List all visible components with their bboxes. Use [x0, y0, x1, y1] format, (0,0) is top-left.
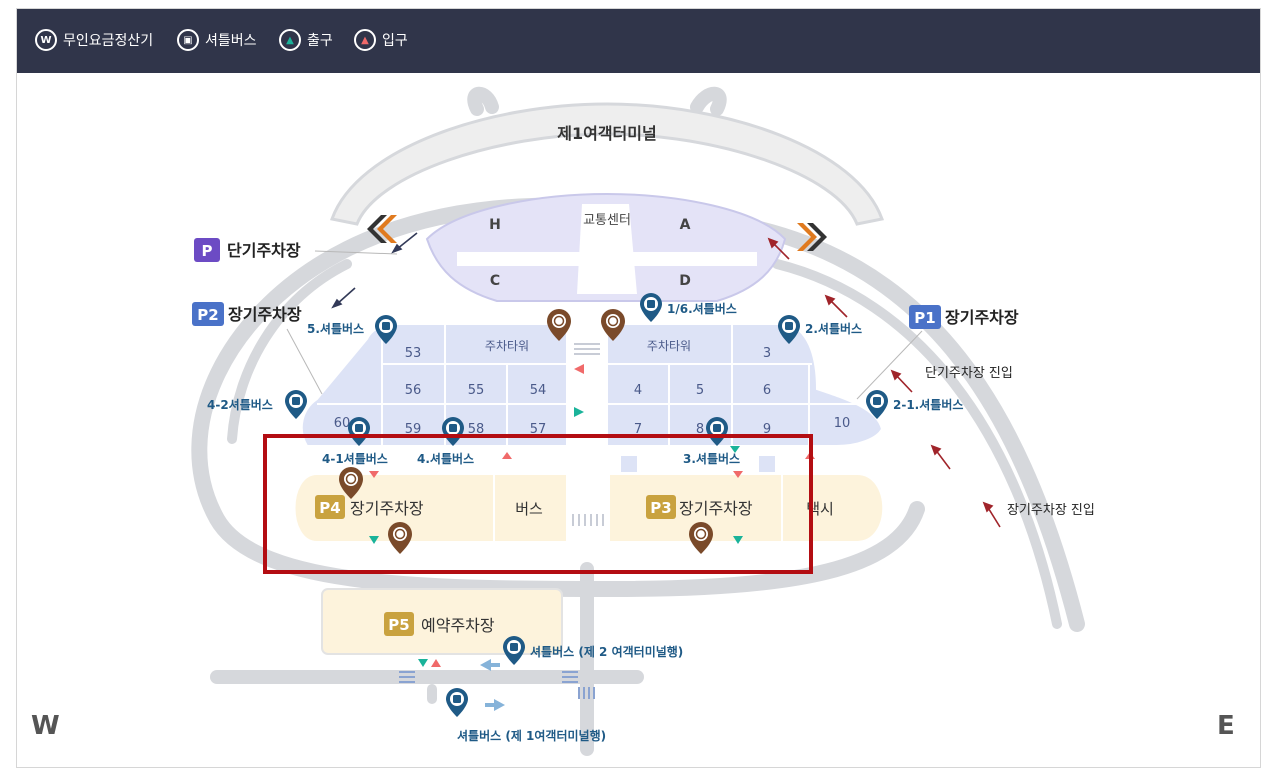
svg-text:P4: P4 — [319, 499, 340, 517]
traffic-arrows — [767, 237, 1001, 528]
svg-text:P1: P1 — [914, 309, 935, 327]
fare-machine-icon: W — [35, 29, 57, 51]
shuttle-stop-icon[interactable] — [446, 688, 468, 717]
shuttle-label-2-1: 2-1.셔틀버스 — [893, 397, 963, 412]
compass-west: W — [31, 711, 60, 741]
lot-56: 56 — [405, 383, 422, 398]
lot-3: 3 — [763, 346, 771, 361]
parking-tower-east: 주차타워 — [647, 339, 691, 353]
zone-c: C — [490, 273, 500, 289]
bus-icon: ▣ — [177, 29, 199, 51]
walkway-tower — [570, 339, 604, 446]
west-parking-blocks — [300, 323, 568, 447]
long-term-entry-label: 장기주차장 진입 — [1007, 503, 1095, 518]
lot-7: 7 — [634, 422, 642, 437]
legend-shuttle-bus: ▣ 셔틀버스 — [177, 29, 257, 51]
shuttle-direction-arrows — [480, 659, 505, 711]
connector-p3-right — [759, 456, 775, 472]
shuttle-label-to-t1: 셔틀버스 (제 1여객터미널행) — [457, 728, 606, 743]
legend-exit: ▲ 출구 — [279, 29, 333, 51]
lot-9: 9 — [763, 422, 771, 437]
bus-area-label: 버스 — [515, 500, 543, 518]
fare-machine-icon[interactable] — [688, 521, 714, 555]
entrance-icon: ▲ — [354, 29, 376, 51]
p4-badge: P4 — [315, 495, 345, 519]
fare-machine-icon[interactable] — [387, 521, 413, 555]
p4-building — [293, 473, 568, 543]
shuttle-label-5: 5.셔틀버스 — [307, 321, 364, 336]
shuttle-label-1-6: 1/6.셔틀버스 — [667, 301, 737, 316]
svg-text:P5: P5 — [388, 616, 409, 634]
entry-chevron-right-icon — [797, 223, 827, 251]
p2-badge: P2 — [192, 302, 224, 326]
transport-center-label: 교통센터 — [583, 213, 631, 228]
shuttle-stop-icon[interactable] — [640, 293, 662, 322]
shuttle-label-2: 2.셔틀버스 — [805, 321, 862, 336]
p5-label: 예약주차장 — [421, 616, 495, 635]
lot-58: 58 — [468, 422, 485, 437]
p1-label: 장기주차장 — [945, 308, 1019, 327]
compass-east: E — [1217, 711, 1235, 741]
legend-fare-machine-label: 무인요금정산기 — [63, 33, 154, 49]
map-canvas: 제1여객터미널 교통센터 H A C D — [31, 86, 1235, 756]
lot-4: 4 — [634, 383, 642, 398]
zone-d: D — [679, 273, 691, 289]
zone-a: A — [680, 217, 691, 233]
p3-label: 장기주차장 — [679, 499, 753, 518]
map-legend: W 무인요금정산기 ▣ 셔틀버스 ▲ 출구 ▲ 입구 — [17, 9, 1260, 73]
exit-arrows-dark — [331, 232, 418, 309]
lot-59: 59 — [405, 422, 422, 437]
p5-building — [321, 588, 563, 655]
zone-h: H — [489, 217, 501, 233]
legend-shuttle-bus-label: 셔틀버스 — [205, 33, 257, 49]
lot-57: 57 — [530, 422, 547, 437]
highlight-box-p3-p4 — [263, 434, 813, 574]
terminal-name: 제1여객터미널 — [557, 124, 656, 143]
svg-text:P: P — [202, 242, 213, 260]
shuttle-label-to-t2: 셔틀버스 (제 2 여객터미널행) — [530, 644, 683, 659]
lot-54: 54 — [530, 383, 547, 398]
p3-badge: P3 — [646, 495, 676, 519]
shuttle-stop-icon[interactable] — [503, 636, 525, 665]
lot-55: 55 — [468, 383, 485, 398]
lot-10: 10 — [834, 416, 851, 431]
walkway-p3-p4 — [572, 514, 604, 526]
lot-53: 53 — [405, 346, 422, 361]
p5-badge: P5 — [384, 612, 414, 636]
lot-8: 8 — [696, 422, 704, 437]
walkway-stripes — [574, 343, 600, 355]
legend-fare-machine: W 무인요금정산기 — [35, 29, 153, 51]
exit-icon: ▲ — [279, 29, 301, 51]
terminal-building — [330, 102, 884, 226]
exit-markers — [369, 407, 743, 667]
p1-badge: P1 — [909, 305, 941, 329]
lot-5: 5 — [696, 383, 704, 398]
lot-60: 60 — [334, 416, 351, 431]
legend-entrance-label: 입구 — [382, 33, 408, 49]
transport-center-hub — [577, 204, 637, 294]
p4-label: 장기주차장 — [350, 499, 424, 518]
short-term-parking-label: 단기주차장 — [227, 241, 301, 260]
p2-label: 장기주차장 — [228, 305, 302, 324]
connector-p3-left — [621, 456, 637, 472]
shuttle-label-3: 3.셔틀버스 — [683, 451, 740, 466]
crosswalks — [399, 671, 595, 699]
svg-text:P2: P2 — [197, 306, 218, 324]
short-term-entry-label: 단기주차장 진입 — [925, 366, 1013, 381]
east-parking-blocks — [606, 323, 884, 447]
legend-exit-label: 출구 — [307, 33, 333, 49]
legend-entrance: ▲ 입구 — [354, 29, 408, 51]
taxi-area-label: 택시 — [806, 500, 834, 518]
parking-map-frame: W 무인요금정산기 ▣ 셔틀버스 ▲ 출구 ▲ 입구 — [16, 8, 1261, 768]
parking-tower-west: 주차타워 — [485, 339, 529, 353]
p-badge-short-term: P — [194, 238, 220, 262]
p3-building — [608, 473, 885, 543]
shuttle-label-4: 4.셔틀버스 — [417, 451, 474, 466]
entry-chevron-left-icon — [367, 215, 397, 243]
shuttle-label-4-1: 4-1셔틀버스 — [322, 451, 388, 466]
svg-text:P3: P3 — [650, 499, 671, 517]
lot-6: 6 — [763, 383, 771, 398]
shuttle-label-4-2: 4-2셔틀버스 — [207, 397, 273, 412]
